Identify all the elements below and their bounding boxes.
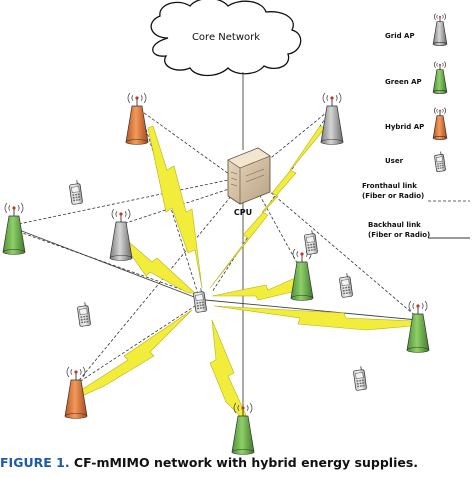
legend: Grid AP Green AP Hybrid AP User Fronthau… [362,32,470,239]
lightning-icon [147,125,203,289]
fronthaul-link [13,229,201,297]
phone-icon [193,288,207,313]
antenna-icon [434,107,446,116]
green-ap-tower [231,402,255,455]
phone-icon [69,180,83,205]
backhaul-link-ap4 [204,299,419,321]
hybrid-ap-tower [64,366,88,419]
cloud-label: Core Network [192,32,260,43]
backhaul-link-ap1 [13,227,203,301]
green-ap-tower [406,300,430,353]
lightning-icon [124,242,197,295]
legend-user-label: User [385,157,404,165]
antenna-icon [111,208,131,222]
access-points [2,13,448,455]
fronthaul-link [139,109,241,183]
fronthaul-link [249,107,333,176]
phone-icon [434,151,446,172]
users [69,151,446,391]
legend-fronthaul-sublabel: (Fiber or Radio) [362,192,424,200]
server-icon [227,147,271,205]
lightning-icon [213,305,415,331]
lightning-icon [209,125,326,289]
user-device [69,180,83,205]
user-device [193,288,207,313]
phone-icon [353,366,367,391]
antenna-icon [4,202,24,216]
antenna-icon [408,300,428,314]
lightning-icon [211,277,299,301]
fronthaul-link [75,194,233,385]
legend-fronthaul-label: Fronthaul link [362,182,417,190]
phone-icon [304,230,318,255]
grid-ap-tower [320,92,344,145]
phone-icon [339,273,353,298]
cloud-icon [150,0,302,77]
antenna-icon [66,366,86,380]
legend-hybrid-ap-icon [432,107,448,140]
user-device [77,302,91,327]
legend-green-ap-label: Green AP [385,78,422,86]
core-network-cloud: Core Network [150,0,302,77]
legend-backhaul-sublabel: (Fiber or Radio) [368,231,430,239]
phone-icon [77,302,91,327]
antenna-icon [233,402,253,416]
antenna-icon [434,61,446,70]
wireless-links [77,125,415,419]
user-device [304,230,318,255]
user-device [353,366,367,391]
user-device [339,273,353,298]
fronthaul-link [257,191,303,273]
lightning-icon [209,319,247,419]
legend-grid-ap-icon [432,13,448,46]
lightning-icon [77,309,193,397]
hybrid-ap-tower [125,92,149,145]
fronthaul-link [75,303,199,385]
green-ap-tower [290,248,314,301]
antenna-icon [434,13,446,22]
caption-figure-number: FIGURE 1. [0,455,70,470]
legend-hybrid-ap-label: Hybrid AP [385,123,424,131]
figure-caption: FIGURE 1. CF-mMIMO network with hybrid e… [0,455,474,475]
green-ap-tower [2,202,26,255]
legend-green-ap-icon [432,61,448,94]
fronthaul-link [13,179,229,226]
antenna-icon [127,92,147,106]
grid-ap-tower [109,208,133,261]
antenna-icon [322,92,342,106]
legend-backhaul-label: Backhaul link [368,221,421,229]
legend-user-icon [434,151,446,172]
caption-text: CF-mMIMO network with hybrid energy supp… [73,455,419,470]
legend-grid-ap-label: Grid AP [385,32,415,40]
fronthaul-link [261,184,419,319]
cpu-label: CPU [234,208,252,217]
cpu-server: CPU [227,147,271,217]
